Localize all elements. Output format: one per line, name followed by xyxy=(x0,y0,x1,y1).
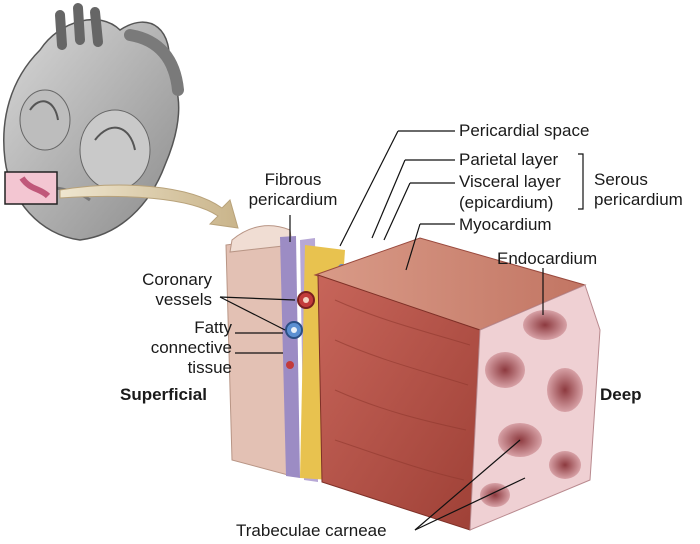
label-parietal-layer: Parietal layer xyxy=(459,150,559,169)
trabecula-hole xyxy=(485,352,525,388)
label-superficial: Superficial xyxy=(120,385,207,404)
label-coronary-line2: vessels xyxy=(155,290,212,309)
label-serous-line2: pericardium xyxy=(594,190,683,209)
label-fatty-line3: tissue xyxy=(187,358,232,377)
label-fatty-connective-tissue: Fatty connective tissue xyxy=(100,318,232,378)
label-coronary-vessels: Coronary vessels xyxy=(100,270,212,310)
label-epicardium: (epicardium) xyxy=(459,193,554,212)
label-serous-line1: Serous xyxy=(594,170,648,189)
trabecula-hole xyxy=(523,310,567,340)
label-fibrous-line2: pericardium xyxy=(248,190,338,209)
label-myocardium: Myocardium xyxy=(459,215,552,234)
label-endocardium: Endocardium xyxy=(497,249,598,268)
label-fibrous-line1: Fibrous xyxy=(264,170,322,189)
leader-lines xyxy=(219,130,584,531)
trabecula-hole xyxy=(547,368,583,412)
label-fibrous-pericardium: Fibrous pericardium xyxy=(233,170,353,210)
label-fatty-line2: connective xyxy=(150,338,232,357)
pointer-arrow xyxy=(59,184,239,229)
label-fatty-line1: Fatty xyxy=(194,318,232,337)
parietal-layer-band xyxy=(280,236,300,478)
label-trabeculae-carneae: Trabeculae carneae xyxy=(236,521,387,540)
label-serous-pericardium: Serous pericardium xyxy=(594,170,683,210)
tissue-block xyxy=(225,225,601,531)
trabecula-hole xyxy=(549,451,581,479)
label-visceral-layer: Visceral layer xyxy=(459,172,561,191)
label-pericardial-space: Pericardial space xyxy=(459,121,590,140)
label-deep: Deep xyxy=(600,385,642,404)
label-coronary-line1: Coronary xyxy=(142,270,212,289)
